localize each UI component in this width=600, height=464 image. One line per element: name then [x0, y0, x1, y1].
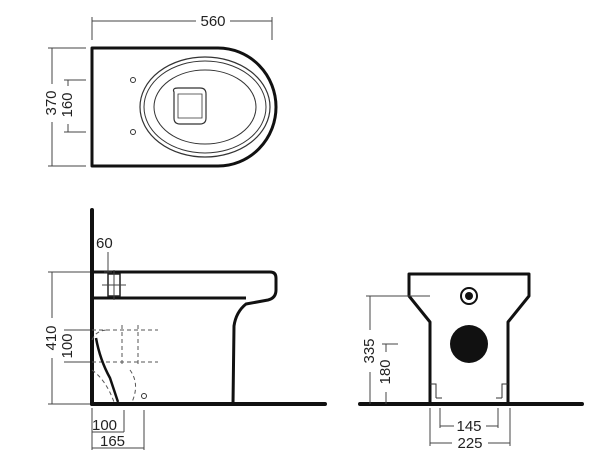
- top-outlet-trap-inner: [177, 93, 203, 119]
- top-fixing-hole-lower: [130, 129, 136, 135]
- side-body-outline: [92, 270, 278, 405]
- front-outlet-height-label: 180: [377, 359, 394, 384]
- top-rim-outer: [139, 56, 271, 158]
- top-depth-label: 370: [43, 90, 60, 115]
- top-bowl-outline: [90, 46, 278, 168]
- front-feet-inner-label: 145: [456, 418, 481, 435]
- front-feet-outer-label: 225: [457, 435, 482, 452]
- side-outlet-height-label: 100: [59, 333, 76, 358]
- front-inlet-inner: [465, 292, 473, 300]
- top-view: 560 370 160: [43, 13, 278, 168]
- side-view: 60 410 100 100 165: [43, 208, 327, 450]
- top-holes-label: 160: [59, 92, 76, 117]
- front-view: 335 180 145 225: [358, 272, 584, 452]
- front-inlet-height-label: 335: [361, 338, 378, 363]
- side-hidden-trap-curve-2: [129, 369, 136, 403]
- side-fixing-hole: [141, 393, 147, 399]
- side-outlet-wall-label: 100: [92, 417, 117, 434]
- top-outlet-trap: [172, 87, 207, 125]
- side-outlet-depth-label: 165: [100, 433, 125, 450]
- side-trap-heavy-curve: [94, 337, 120, 403]
- top-rim-inner: [143, 60, 267, 154]
- front-outlet: [450, 325, 488, 363]
- side-height-label: 410: [43, 325, 60, 350]
- top-fixing-hole-upper: [130, 77, 136, 83]
- side-hidden-outlet: [121, 325, 139, 365]
- front-feet: [428, 398, 510, 404]
- top-width-label: 560: [200, 13, 225, 30]
- top-bowl-inner: [153, 69, 257, 145]
- side-top-thickness-label: 60: [96, 235, 113, 252]
- side-hidden-trap-curve: [91, 329, 115, 403]
- front-inlet-outer: [460, 287, 478, 305]
- front-body-outline: [407, 272, 531, 398]
- front-feet-detail: [430, 383, 508, 398]
